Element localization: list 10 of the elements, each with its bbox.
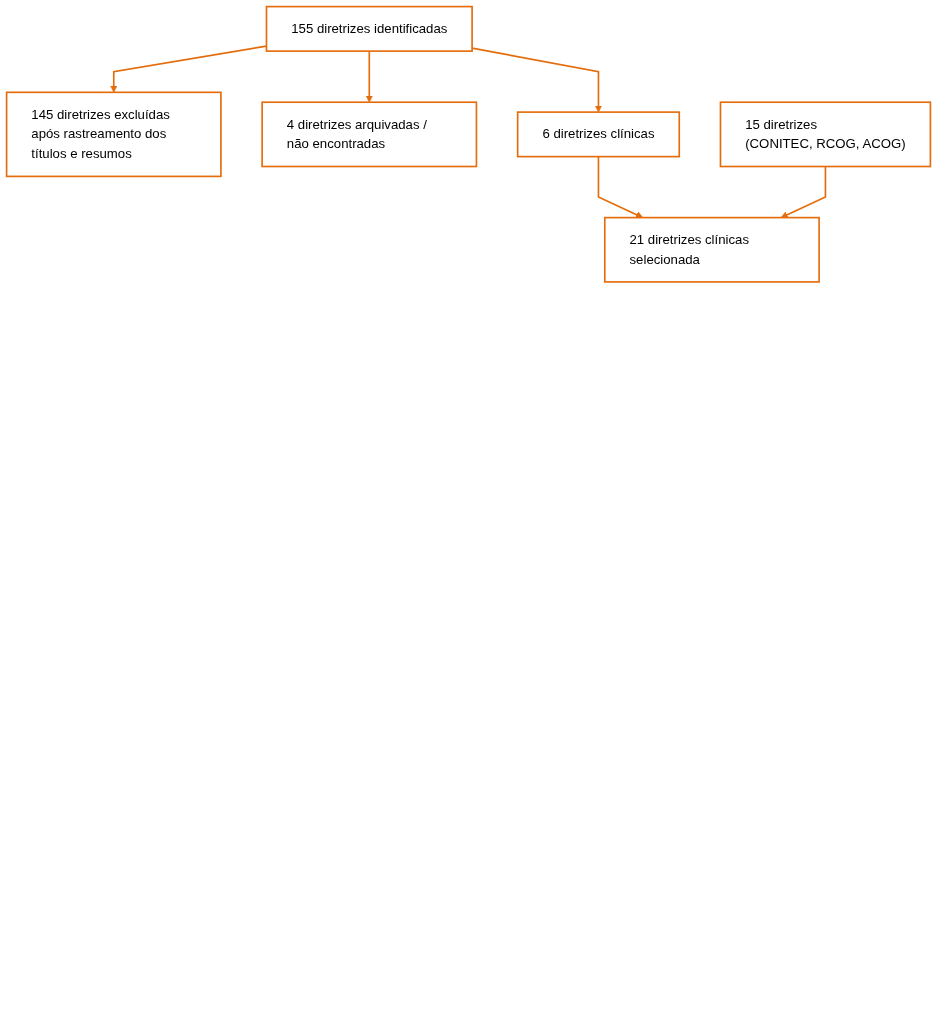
node-box: 15 diretrizes (CONITEC, RCOG, ACOG) — [719, 101, 932, 168]
node-box: 4 diretrizes arquivadas / não encontradas — [261, 101, 478, 168]
node-box: 155 diretrizes identificadas — [265, 5, 473, 52]
node-box: 145 diretrizes excluídas após rastreamento dos títulos e resumos — [5, 91, 222, 178]
node-box: 6 diretrizes clínicas — [516, 111, 681, 158]
node-box: 21 diretrizes clínicas selecionada — [603, 216, 820, 283]
arrow — [780, 165, 827, 219]
arrow — [365, 50, 373, 103]
arrow — [597, 155, 644, 219]
arrow — [471, 47, 603, 113]
